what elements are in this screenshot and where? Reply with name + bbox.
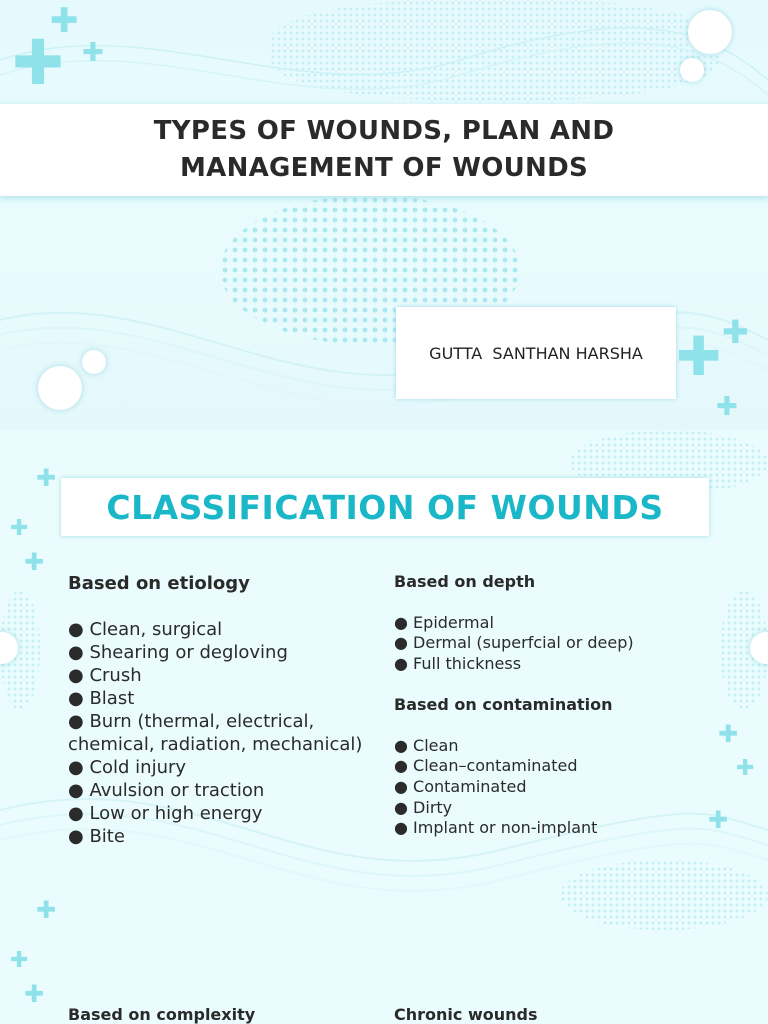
etiology-heading: Based on etiology (68, 573, 250, 594)
list-item: Bite (68, 825, 368, 848)
plus-icon: ✚ (50, 1, 79, 41)
plus-icon: ✚ (12, 26, 64, 99)
list-item: Low or high energy (68, 802, 368, 825)
list-item: Burn (thermal, electrical, chemical, rad… (68, 710, 368, 756)
etiology-list: Clean, surgical Shearing or degloving Cr… (68, 618, 368, 848)
plus-icon: ✚ (10, 516, 29, 541)
list-item: Clean (394, 736, 694, 757)
list-item: Contaminated (394, 777, 694, 798)
plus-icon: ✚ (36, 896, 57, 924)
complexity-heading: Based on complexity (68, 1005, 256, 1024)
list-item: Crush (68, 664, 368, 687)
depth-list: Epidermal Dermal (superfcial or deep) Fu… (394, 613, 694, 675)
contamination-list: Clean Clean–contaminated Contaminated Di… (394, 736, 694, 840)
halftone-dots (560, 860, 768, 930)
classification-slide: ✚ ✚ ✚ ✚ ✚ ✚ ✚ ✚ ✚ CLASSIFICATION OF WOUN… (0, 430, 768, 1024)
plus-icon: ✚ (36, 464, 57, 492)
depth-contamination-column: Based on depth Epidermal Dermal (superfc… (394, 572, 694, 859)
plus-icon: ✚ (736, 756, 755, 781)
list-item: Implant or non-implant (394, 818, 694, 839)
list-item: Cold injury (68, 756, 368, 779)
plus-icon: ✚ (676, 325, 722, 388)
depth-heading: Based on depth (394, 572, 536, 591)
list-item: Epidermal (394, 613, 694, 634)
contamination-heading: Based on contamination (394, 694, 613, 714)
circle-icon (82, 350, 106, 374)
circle-icon (38, 366, 82, 410)
list-item: Clean–contaminated (394, 756, 694, 777)
list-item: Full thickness (394, 654, 694, 675)
list-item: Shearing or degloving (68, 641, 368, 664)
list-item: Dirty (394, 798, 694, 819)
circle-icon (0, 632, 18, 664)
plus-icon: ✚ (708, 806, 729, 834)
author-box: GUTTA SANTHAN HARSHA (396, 307, 676, 399)
section-heading-box: CLASSIFICATION OF WOUNDS (61, 478, 709, 536)
list-item: Blast (68, 687, 368, 710)
plus-icon: ✚ (24, 980, 45, 1008)
list-item: Avulsion or traction (68, 779, 368, 802)
circle-icon (680, 58, 704, 82)
circle-icon (688, 10, 732, 54)
author-name: GUTTA SANTHAN HARSHA (429, 343, 643, 363)
list-item: Dermal (superfcial or deep) (394, 633, 694, 654)
title-slide: ✚ ✚ ✚ ✚ ✚ ✚ TYPES OF WOUNDS, PLAN AND MA… (0, 0, 768, 430)
plus-icon: ✚ (24, 548, 45, 576)
etiology-column: Based on etiology Clean, surgical Sheari… (68, 572, 368, 864)
plus-icon: ✚ (82, 38, 104, 68)
chronic-heading: Chronic wounds (394, 1005, 538, 1024)
title-banner: TYPES OF WOUNDS, PLAN AND MANAGEMENT OF … (0, 104, 768, 196)
list-item: Clean, surgical (68, 618, 368, 641)
section-heading: CLASSIFICATION OF WOUNDS (106, 487, 664, 527)
plus-icon: ✚ (716, 392, 738, 422)
plus-icon: ✚ (722, 313, 749, 351)
plus-icon: ✚ (10, 948, 29, 973)
slide-title: TYPES OF WOUNDS, PLAN AND MANAGEMENT OF … (153, 116, 615, 183)
plus-icon: ✚ (718, 720, 739, 748)
circle-icon (750, 632, 768, 664)
